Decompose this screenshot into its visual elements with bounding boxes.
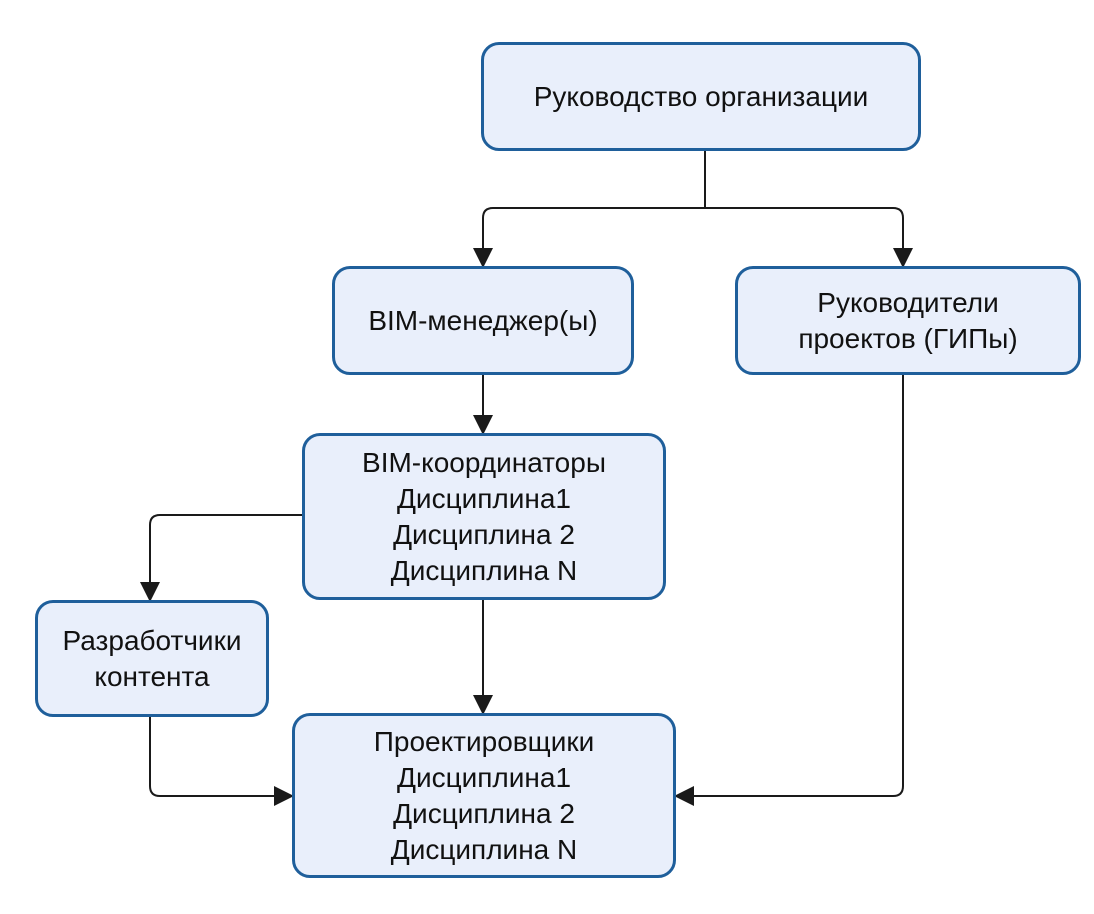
box-designers-line-4: Дисциплина N	[390, 833, 578, 865]
box-bim-coordinators-line-1: BIM-координаторы	[362, 446, 606, 478]
box-bim-coordinators-line-3: Дисциплина 2	[393, 518, 575, 550]
connector-top-to-bim-manager	[473, 207, 705, 268]
box-bim-managers-line-1: BIM-менеджер(ы)	[368, 304, 598, 336]
box-organization-management-line-1: Руководство организации	[533, 80, 869, 112]
connector-project-managers-to-designers	[674, 375, 904, 806]
box-project-managers-text: Руководители проектов (ГИПы)	[798, 285, 1017, 357]
box-designers: Проектировщики Дисциплина1 Дисциплина 2 …	[292, 713, 676, 878]
box-content-developers-text: Разработчики контента	[63, 623, 242, 695]
box-designers-line-1: Проектировщики	[373, 725, 595, 757]
box-designers-text: Проектировщики Дисциплина1 Дисциплина 2 …	[374, 724, 594, 868]
box-designers-line-2: Дисциплина1	[396, 761, 572, 793]
connector-content-developers-to-designers	[149, 717, 294, 806]
box-project-managers: Руководители проектов (ГИПы)	[735, 266, 1081, 375]
connector-top-to-project-managers	[705, 207, 913, 268]
box-organization-management: Руководство организации	[481, 42, 921, 151]
box-content-developers-line-2: контента	[94, 660, 210, 692]
box-content-developers: Разработчики контента	[35, 600, 269, 717]
box-bim-coordinators-text: BIM-координаторы Дисциплина1 Дисциплина …	[362, 445, 606, 589]
box-bim-managers-text: BIM-менеджер(ы)	[368, 303, 597, 339]
box-designers-line-3: Дисциплина 2	[393, 797, 575, 829]
box-bim-managers: BIM-менеджер(ы)	[332, 266, 634, 375]
box-project-managers-line-1: Руководители	[817, 286, 999, 318]
box-bim-coordinators: BIM-координаторы Дисциплина1 Дисциплина …	[302, 433, 666, 600]
box-organization-management-text: Руководство организации	[534, 79, 869, 115]
box-bim-coordinators-line-2: Дисциплина1	[396, 482, 571, 514]
box-content-developers-line-1: Разработчики	[62, 624, 242, 656]
box-bim-coordinators-line-4: Дисциплина N	[390, 554, 578, 586]
connector-bim-coordinators-to-content-developers	[140, 514, 302, 602]
box-project-managers-line-2: проектов (ГИПы)	[798, 322, 1018, 354]
